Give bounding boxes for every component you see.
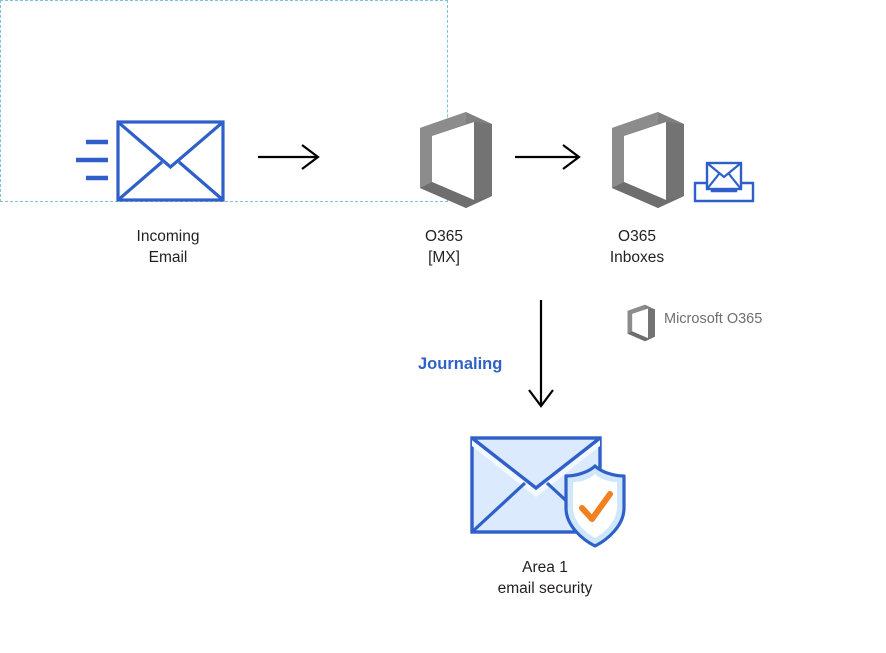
o365-mx-node [404, 110, 496, 210]
arrow-mx-to-inboxes [515, 142, 585, 172]
office-365-logo-icon [420, 112, 492, 208]
speed-lines-icon [76, 139, 108, 181]
area1-email-security-node [462, 430, 642, 550]
arrow-right-icon [515, 144, 581, 170]
area1-caption-line2: email security [497, 580, 593, 597]
o365-inboxes-caption-line2: Inboxes [609, 249, 665, 266]
o365-inboxes-caption: O365 Inboxes [578, 226, 696, 268]
envelope-icon [116, 120, 225, 202]
incoming-email-caption-line1: Incoming [136, 228, 200, 245]
incoming-email-caption: Incoming Email [88, 226, 248, 268]
arrow-down-icon [528, 300, 554, 408]
incoming-email-caption-line2: Email [148, 249, 188, 266]
area1-caption-line1: Area 1 [522, 559, 568, 576]
legend-label: Microsoft O365 [664, 311, 763, 327]
journaling-label: Journaling [418, 355, 503, 373]
office-365-logo-icon [612, 112, 684, 208]
legend-microsoft-o365: Microsoft O365 [620, 304, 800, 342]
shield-check-icon [564, 464, 626, 548]
arrow-right-icon [258, 144, 320, 170]
incoming-email-node [70, 112, 240, 212]
area1-caption: Area 1 email security [465, 557, 625, 599]
o365-mx-caption-line1: O365 [425, 228, 463, 245]
inbox-tray-node [692, 157, 756, 205]
office-365-logo-icon [627, 304, 655, 342]
inbox-tray-envelope-icon [693, 161, 755, 203]
o365-inboxes-caption-line1: O365 [618, 228, 656, 245]
o365-mx-caption: O365 [MX] [385, 226, 503, 268]
o365-inboxes-node [596, 110, 688, 210]
arrow-inboxes-to-area1 [524, 300, 564, 418]
arrow-incoming-to-mx [258, 142, 328, 172]
o365-mx-caption-line2: [MX] [428, 249, 460, 266]
